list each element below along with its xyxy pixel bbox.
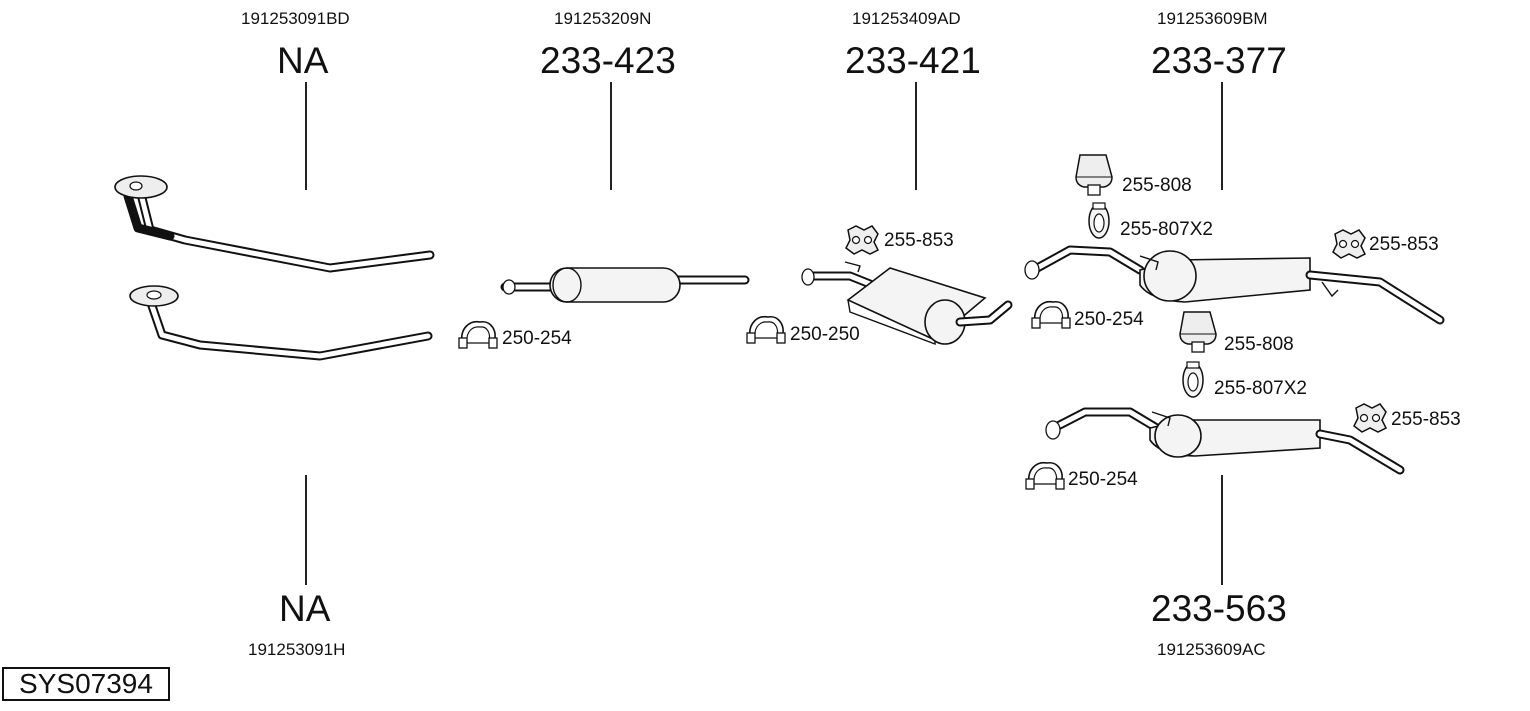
accessory-label[interactable]: 250-254 bbox=[1074, 309, 1144, 330]
middle-silencer bbox=[500, 267, 750, 303]
hanger-buffer-icon bbox=[1179, 311, 1217, 353]
clamp-icon bbox=[1031, 300, 1071, 329]
rubber-mount-icon bbox=[1332, 229, 1366, 259]
leader-line bbox=[1221, 82, 1223, 190]
rubber-mount-icon bbox=[1353, 403, 1387, 433]
front-pipe-lower bbox=[129, 285, 433, 361]
part-number-top-3[interactable]: 233-421 bbox=[845, 40, 981, 81]
part-number-bottom-1[interactable]: NA bbox=[279, 588, 331, 629]
rear-silencer-lower bbox=[1045, 407, 1405, 475]
part-number-top-2[interactable]: 233-423 bbox=[540, 40, 676, 81]
oem-number-top-3: 191253409AD bbox=[852, 9, 961, 28]
accessory-label[interactable]: 250-254 bbox=[502, 328, 572, 349]
hanger-buffer-icon bbox=[1075, 154, 1113, 196]
front-silencer bbox=[801, 261, 1013, 346]
diagram-code-box: SYS07394 bbox=[2, 667, 170, 701]
accessory-label[interactable]: 255-853 bbox=[884, 230, 954, 251]
leader-line bbox=[305, 82, 307, 190]
oem-number-top-2: 191253209N bbox=[554, 9, 652, 28]
rear-silencer-upper bbox=[1024, 245, 1445, 325]
oem-number-top-4: 191253609BM bbox=[1157, 9, 1268, 28]
accessory-label[interactable]: 255-853 bbox=[1369, 234, 1439, 255]
rubber-ring-icon bbox=[1088, 202, 1110, 239]
part-number-top-1[interactable]: NA bbox=[277, 40, 329, 81]
accessory-label[interactable]: 255-808 bbox=[1224, 334, 1294, 355]
accessory-label[interactable]: 255-808 bbox=[1122, 175, 1192, 196]
leader-line bbox=[1221, 475, 1223, 585]
clamp-icon bbox=[1025, 461, 1065, 490]
clamp-icon bbox=[458, 320, 498, 349]
rubber-ring-icon bbox=[1182, 361, 1204, 398]
leader-line bbox=[610, 82, 612, 190]
oem-number-top-1: 191253091BD bbox=[241, 9, 350, 28]
accessory-label[interactable]: 250-254 bbox=[1068, 469, 1138, 490]
part-number-bottom-2[interactable]: 233-563 bbox=[1151, 588, 1287, 629]
front-pipe-upper bbox=[114, 175, 435, 273]
accessory-label[interactable]: 255-807X2 bbox=[1120, 219, 1213, 240]
part-number-top-4[interactable]: 233-377 bbox=[1151, 40, 1287, 81]
accessory-label[interactable]: 250-250 bbox=[790, 324, 860, 345]
oem-number-bottom-2: 191253609AC bbox=[1157, 640, 1266, 659]
leader-line bbox=[305, 475, 307, 585]
accessory-label[interactable]: 255-807X2 bbox=[1214, 378, 1307, 399]
oem-number-bottom-1: 191253091H bbox=[248, 640, 346, 659]
clamp-icon bbox=[746, 315, 786, 344]
rubber-mount-icon bbox=[845, 225, 879, 255]
accessory-label[interactable]: 255-853 bbox=[1391, 409, 1461, 430]
leader-line bbox=[915, 82, 917, 190]
